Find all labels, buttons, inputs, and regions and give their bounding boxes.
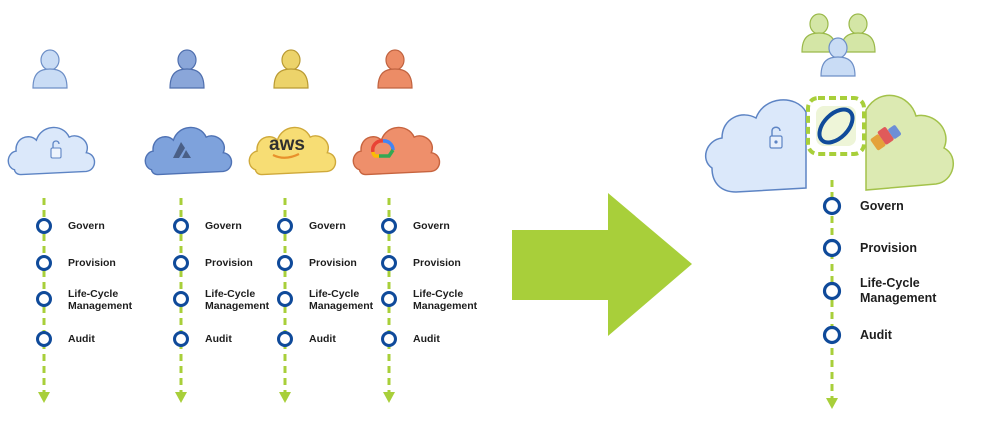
user-icon: [169, 49, 205, 89]
lock-icon: [769, 126, 783, 149]
step-node-icon: [277, 291, 293, 307]
user-icon: [377, 49, 413, 89]
left-columns: aws: [7, 49, 441, 403]
step-node-icon: [173, 331, 189, 347]
flow-arrowhead-icon: [279, 392, 291, 403]
step-node-icon: [173, 255, 189, 271]
user-icon: [32, 49, 68, 89]
column-gcp: [352, 49, 441, 403]
step-node-icon: [36, 331, 52, 347]
step-node-icon: [822, 238, 842, 258]
step-node-icon: [381, 218, 397, 234]
step-label: Provision: [309, 257, 357, 269]
step-node-icon: [381, 331, 397, 347]
unified-step-label: Provision: [860, 241, 917, 255]
unified-step-label: Govern: [860, 199, 904, 213]
user-icon: [273, 49, 309, 89]
step-label: Govern: [413, 220, 450, 232]
lock-icon: [50, 140, 62, 159]
users-group-icon: [801, 13, 876, 77]
unified-management-node-icon: [806, 96, 866, 156]
step-node-icon: [822, 281, 842, 301]
step-node-icon: [36, 255, 52, 271]
step-label: Provision: [413, 257, 461, 269]
transition-arrow: [512, 193, 692, 336]
step-node-icon: [277, 255, 293, 271]
column-private: [7, 49, 96, 403]
step-node-icon: [36, 218, 52, 234]
step-node-icon: [822, 196, 842, 216]
private-cloud-shape: [704, 99, 807, 193]
step-label: Audit: [413, 333, 440, 345]
google-cloud-icon: [352, 126, 441, 176]
public-cloud-logos-icon: [870, 125, 901, 151]
step-label: Provision: [205, 257, 253, 269]
step-label: Govern: [205, 220, 242, 232]
flow-arrowhead-icon: [38, 392, 50, 403]
step-node-icon: [173, 291, 189, 307]
column-aws: aws: [248, 49, 337, 403]
step-label: Audit: [205, 333, 232, 345]
unified-cloud-group: [704, 13, 954, 409]
step-node-icon: [277, 218, 293, 234]
step-node-icon: [277, 331, 293, 347]
google-cloud-logo-icon: [371, 139, 395, 158]
step-label: Govern: [309, 220, 346, 232]
column-azure: [144, 49, 233, 403]
step-label: Audit: [68, 333, 95, 345]
step-node-icon: [173, 218, 189, 234]
step-label: Audit: [309, 333, 336, 345]
aws-logo-icon: aws: [269, 134, 305, 155]
public-cloud-shape: [865, 94, 954, 191]
unified-step-label: Audit: [860, 328, 892, 342]
flow-arrowhead-icon: [175, 392, 187, 403]
step-node-icon: [381, 291, 397, 307]
step-label: Govern: [68, 220, 105, 232]
step-node-icon: [36, 291, 52, 307]
azure-cloud-icon: [144, 126, 233, 176]
flow-arrowhead-icon: [383, 392, 395, 403]
step-node-icon: [381, 255, 397, 271]
step-node-icon: [822, 325, 842, 345]
step-label: Provision: [68, 257, 116, 269]
azure-logo-icon: [173, 142, 191, 158]
